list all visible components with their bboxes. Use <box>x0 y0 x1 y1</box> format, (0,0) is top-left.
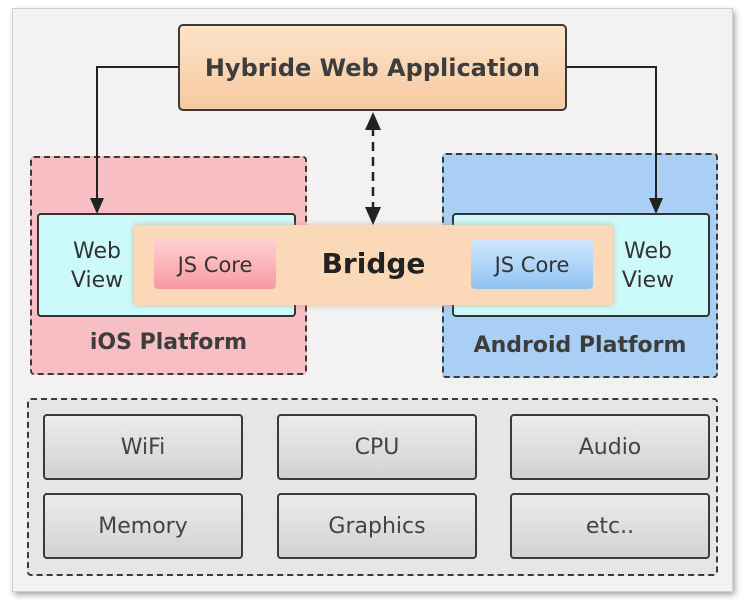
hw-cpu: CPU <box>277 414 477 480</box>
hardware-area: WiFi CPU Audio Memory Graphics etc.. <box>27 398 718 576</box>
android-platform-label: Android Platform <box>473 333 687 358</box>
hw-audio: Audio <box>510 414 710 480</box>
ios-jscore: JS Core <box>154 240 276 289</box>
hybrid-web-application-box: Hybride Web Application <box>178 24 567 111</box>
hw-etc: etc.. <box>510 493 710 559</box>
bridge-box: JS Core Bridge JS Core <box>134 225 613 305</box>
ios-webview-label: Web View <box>67 237 127 295</box>
bridge-label: Bridge <box>321 247 426 280</box>
hw-graphics: Graphics <box>277 493 477 559</box>
ios-webview-line2: View <box>70 268 124 293</box>
android-jscore: JS Core <box>471 240 593 289</box>
android-webview-line2: View <box>621 268 675 293</box>
android-webview-line1: Web <box>624 239 672 264</box>
ios-platform-label: iOS Platform <box>89 330 248 355</box>
ios-webview-line1: Web <box>73 239 121 264</box>
hw-memory: Memory <box>43 493 243 559</box>
android-webview-label: Web View <box>618 237 678 295</box>
app-title: Hybride Web Application <box>204 53 541 82</box>
hw-wifi: WiFi <box>43 414 243 480</box>
